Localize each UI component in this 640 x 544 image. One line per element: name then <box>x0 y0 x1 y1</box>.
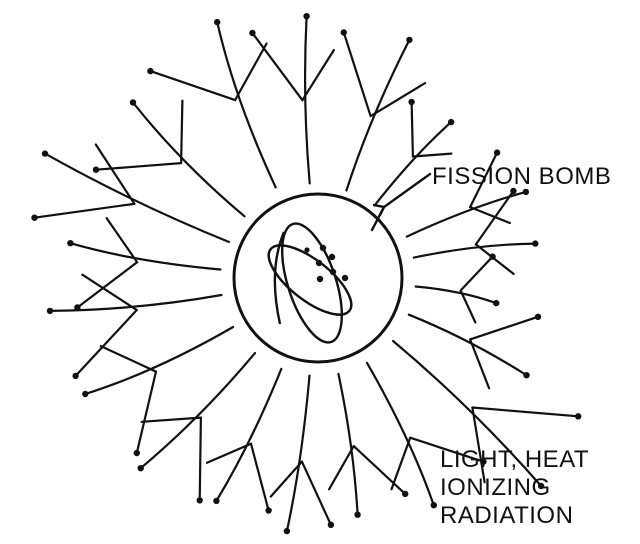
ray-tip-dot <box>130 99 136 105</box>
ray-fork <box>470 317 538 340</box>
ray-tip-dot <box>431 502 437 508</box>
ray-tip-dot <box>67 240 73 246</box>
ray-line <box>141 353 255 468</box>
ray-fork <box>371 83 426 116</box>
ray-fork <box>82 275 136 310</box>
ray-fork <box>329 446 354 489</box>
ray-fork <box>137 372 156 453</box>
ray-tip-dot <box>408 99 414 105</box>
ray-tip-dot <box>197 497 203 503</box>
ray-line <box>305 16 310 183</box>
ray-fork <box>181 101 182 163</box>
ray-tip-dot <box>249 30 255 36</box>
ray-tip-dot <box>214 19 220 25</box>
ray-tip-dot <box>42 150 48 156</box>
ray-tip-dot <box>493 300 499 306</box>
ray-tip-dot <box>494 149 500 155</box>
ray-tip-dot <box>448 119 454 125</box>
ray-fork <box>461 257 493 291</box>
ray-fork <box>200 418 201 501</box>
ray-fork <box>96 145 135 204</box>
ray-tip-dot <box>147 68 153 74</box>
ray-line <box>367 363 434 505</box>
ray-fork <box>251 444 269 511</box>
ray-fork <box>344 33 371 117</box>
ray-tip-dot <box>93 167 99 173</box>
fission-bomb-label: FISSION BOMB <box>432 163 611 191</box>
ray-fork <box>150 71 235 100</box>
ray-tip-dot <box>134 450 140 456</box>
ray-fork <box>101 346 156 372</box>
ray-line <box>338 374 357 515</box>
ray-tip-dot <box>213 498 219 504</box>
ray-tip-dot <box>303 13 309 19</box>
ray-fork <box>252 33 302 100</box>
ray-tip-dot <box>138 465 144 471</box>
ray-line <box>216 369 281 501</box>
ray-line <box>85 327 233 394</box>
ray-fork <box>302 462 331 525</box>
ray-fork <box>470 207 510 223</box>
ray-tip-dot <box>74 304 80 310</box>
ray-tip-dot <box>31 215 37 221</box>
ray-fork <box>472 408 578 417</box>
ray-line <box>414 244 535 258</box>
ray-tip-dot <box>341 29 347 35</box>
ray-line <box>416 287 497 304</box>
ray-fork <box>207 444 251 463</box>
ray-line <box>133 103 245 217</box>
ray-tip-dot <box>402 491 408 497</box>
ray-line <box>287 376 310 531</box>
ray-fork <box>76 310 137 376</box>
ray-tip-dot <box>72 373 78 379</box>
radiation-label-line-1: LIGHT, HEAT <box>440 446 589 474</box>
ray-tip-dot <box>82 391 88 397</box>
ray-tip-dot <box>328 522 334 528</box>
ray-line <box>346 40 409 191</box>
ray-tip-dot <box>265 507 271 513</box>
ray-line <box>70 243 220 269</box>
radiation-label: LIGHT, HEAT IONIZING RADIATION <box>440 446 589 530</box>
ray-tip-dot <box>575 413 581 419</box>
ray-fork <box>235 44 266 101</box>
radiation-label-line-3: RADIATION <box>440 502 589 530</box>
radiation-label-line-2: IONIZING <box>440 474 589 502</box>
ray-tip-dot <box>284 528 290 534</box>
ray-tip-dot <box>535 314 541 320</box>
ray-tip-dot <box>489 253 495 259</box>
ray-tip-dot <box>406 37 412 43</box>
ray-tip-dot <box>47 308 53 314</box>
ray-line <box>217 22 276 187</box>
ray-fork <box>302 50 334 100</box>
ray-fork <box>392 438 411 490</box>
ray-tip-dot <box>354 512 360 518</box>
ray-tip-dot <box>532 240 538 246</box>
ray-fork <box>35 204 135 218</box>
ray-line <box>409 315 527 376</box>
ray-fork <box>412 102 413 157</box>
ray-fork <box>77 262 137 307</box>
ray-tip-dot <box>523 372 529 378</box>
